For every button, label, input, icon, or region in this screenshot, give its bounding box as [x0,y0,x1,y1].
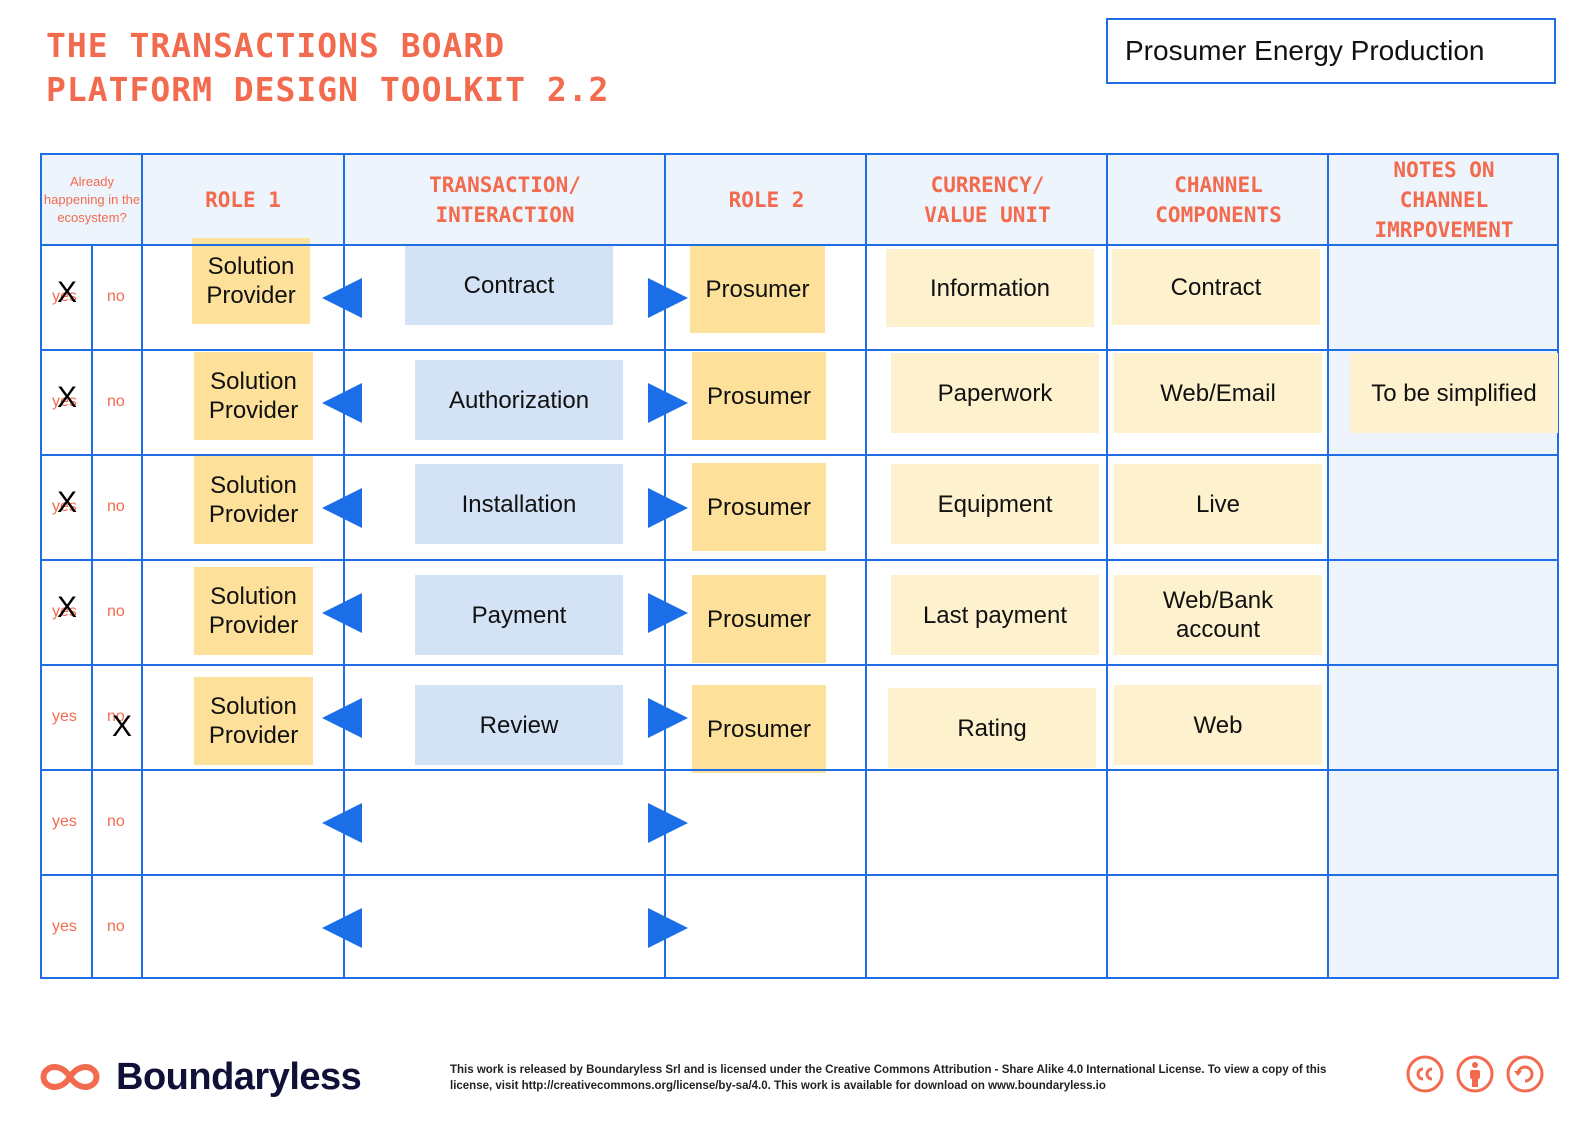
already-yes-option[interactable]: yes [52,917,77,935]
arrow-right-icon [648,907,688,948]
infinity-logo-icon [40,1064,100,1090]
sticky-transaction[interactable]: Contract [405,245,613,325]
already-no-option[interactable]: no [107,497,125,515]
arrow-left-icon [322,382,362,423]
no-checkmark: X [112,709,133,743]
already-yes-option[interactable]: yes [52,707,77,725]
row-divider [42,244,1557,246]
sticky-role-1[interactable]: Solution Provider [194,567,313,655]
arrow-right-icon [648,487,688,528]
arrow-left-icon [322,277,362,318]
arrow-right-icon [648,802,688,843]
by-attribution-icon [1456,1055,1494,1093]
sticky-channel[interactable]: Web/Bank account [1114,575,1322,655]
row-divider [42,454,1557,456]
already-yes-option[interactable]: yes [52,812,77,830]
sticky-currency[interactable]: Paperwork [891,353,1099,433]
col-header-transaction: TRANSACTION/ INTERACTION [429,173,581,227]
sticky-currency[interactable]: Equipment [891,464,1099,544]
arrow-right-icon [648,277,688,318]
brand-name: Boundaryless [116,1055,362,1098]
boundaryless-logo[interactable]: Boundaryless [40,1052,362,1102]
grid-vline [1327,155,1329,977]
row-divider [42,559,1557,561]
sticky-currency[interactable]: Last payment [891,575,1099,655]
share-alike-icon [1506,1055,1544,1093]
grid-vline-yes-no [91,245,93,977]
arrow-left-icon [322,592,362,633]
sticky-role-2[interactable]: Prosumer [692,352,826,440]
sticky-currency[interactable]: Information [886,249,1094,327]
sticky-transaction[interactable]: Authorization [415,360,623,440]
project-name-field[interactable]: Prosumer Energy Production [1106,18,1556,84]
yes-checkmark: X [57,590,78,624]
grid-vline [343,155,345,977]
title-line-1: THE TRANSACTIONS BOARD [46,26,506,65]
already-yes-option[interactable]: yes [52,287,77,305]
yes-checkmark: X [57,380,78,414]
already-no-option[interactable]: no [107,812,125,830]
sticky-role-1[interactable]: Solution Provider [194,352,313,440]
arrow-left-icon [322,487,362,528]
cc-icon [1406,1055,1444,1093]
col-header-already-happening: Already happening in the ecosystem? [43,174,141,225]
already-no-option[interactable]: no [107,602,125,620]
arrow-left-icon [322,802,362,843]
grid-vline [141,155,143,977]
yes-checkmark: X [57,485,78,519]
sticky-channel[interactable]: Contract [1112,249,1320,325]
yes-checkmark: X [57,275,78,309]
sticky-role-1[interactable]: Solution Provider [192,238,310,324]
sticky-transaction[interactable]: Installation [415,464,623,544]
title-line-2: PLATFORM DESIGN TOOLKIT 2.2 [46,70,610,109]
already-no-option[interactable]: no [107,917,125,935]
arrow-left-icon [322,907,362,948]
grid-vline [1106,155,1108,977]
arrow-left-icon [322,697,362,738]
sticky-channel[interactable]: Web/Email [1114,353,1322,433]
sticky-channel[interactable]: Web [1114,685,1322,765]
project-name-text: Prosumer Energy Production [1125,35,1485,66]
sticky-currency[interactable]: Rating [888,688,1096,768]
already-yes-option[interactable]: yes [52,602,77,620]
arrow-right-icon [648,592,688,633]
sticky-role-2[interactable]: Prosumer [692,463,826,551]
sticky-role-2[interactable]: Prosumer [692,685,826,773]
grid-vline [664,155,666,977]
sticky-transaction[interactable]: Review [415,685,623,765]
sticky-role-2[interactable]: Prosumer [690,245,825,333]
arrow-right-icon [648,382,688,423]
col-header-currency: CURRENCY/ VALUE UNIT [924,173,1051,227]
col-header-role-1: ROLE 1 [205,188,281,212]
sticky-channel[interactable]: Live [1114,464,1322,544]
row-divider [42,874,1557,876]
col-header-channel: CHANNEL COMPONENTS [1155,173,1282,227]
license-text: This work is released by Boundaryless Sr… [450,1064,1327,1092]
col-header-role-2: ROLE 2 [728,188,805,212]
row-divider [42,664,1557,666]
already-yes-option[interactable]: yes [52,392,77,410]
sticky-note[interactable]: To be simplified [1350,353,1558,433]
already-yes-option[interactable]: yes [52,497,77,515]
transactions-board: Already happening in the ecosystem? ROLE… [40,153,1559,979]
col-header-notes: NOTES ON CHANNEL IMRPOVEMENT [1374,158,1514,242]
sticky-transaction[interactable]: Payment [415,575,623,655]
license-icons [1405,1054,1545,1094]
board-title: THE TRANSACTIONS BOARD PLATFORM DESIGN T… [46,24,609,112]
row-divider [42,349,1557,351]
already-no-option[interactable]: no [107,392,125,410]
sticky-role-2[interactable]: Prosumer [692,575,826,663]
already-no-option[interactable]: no [107,287,125,305]
arrow-right-icon [648,697,688,738]
board-header-background [42,155,1557,245]
sticky-role-1[interactable]: Solution Provider [194,677,313,765]
sticky-role-1[interactable]: Solution Provider [194,456,313,544]
grid-vline [865,155,867,977]
already-no-option[interactable]: no [107,707,125,725]
row-divider [42,769,1557,771]
